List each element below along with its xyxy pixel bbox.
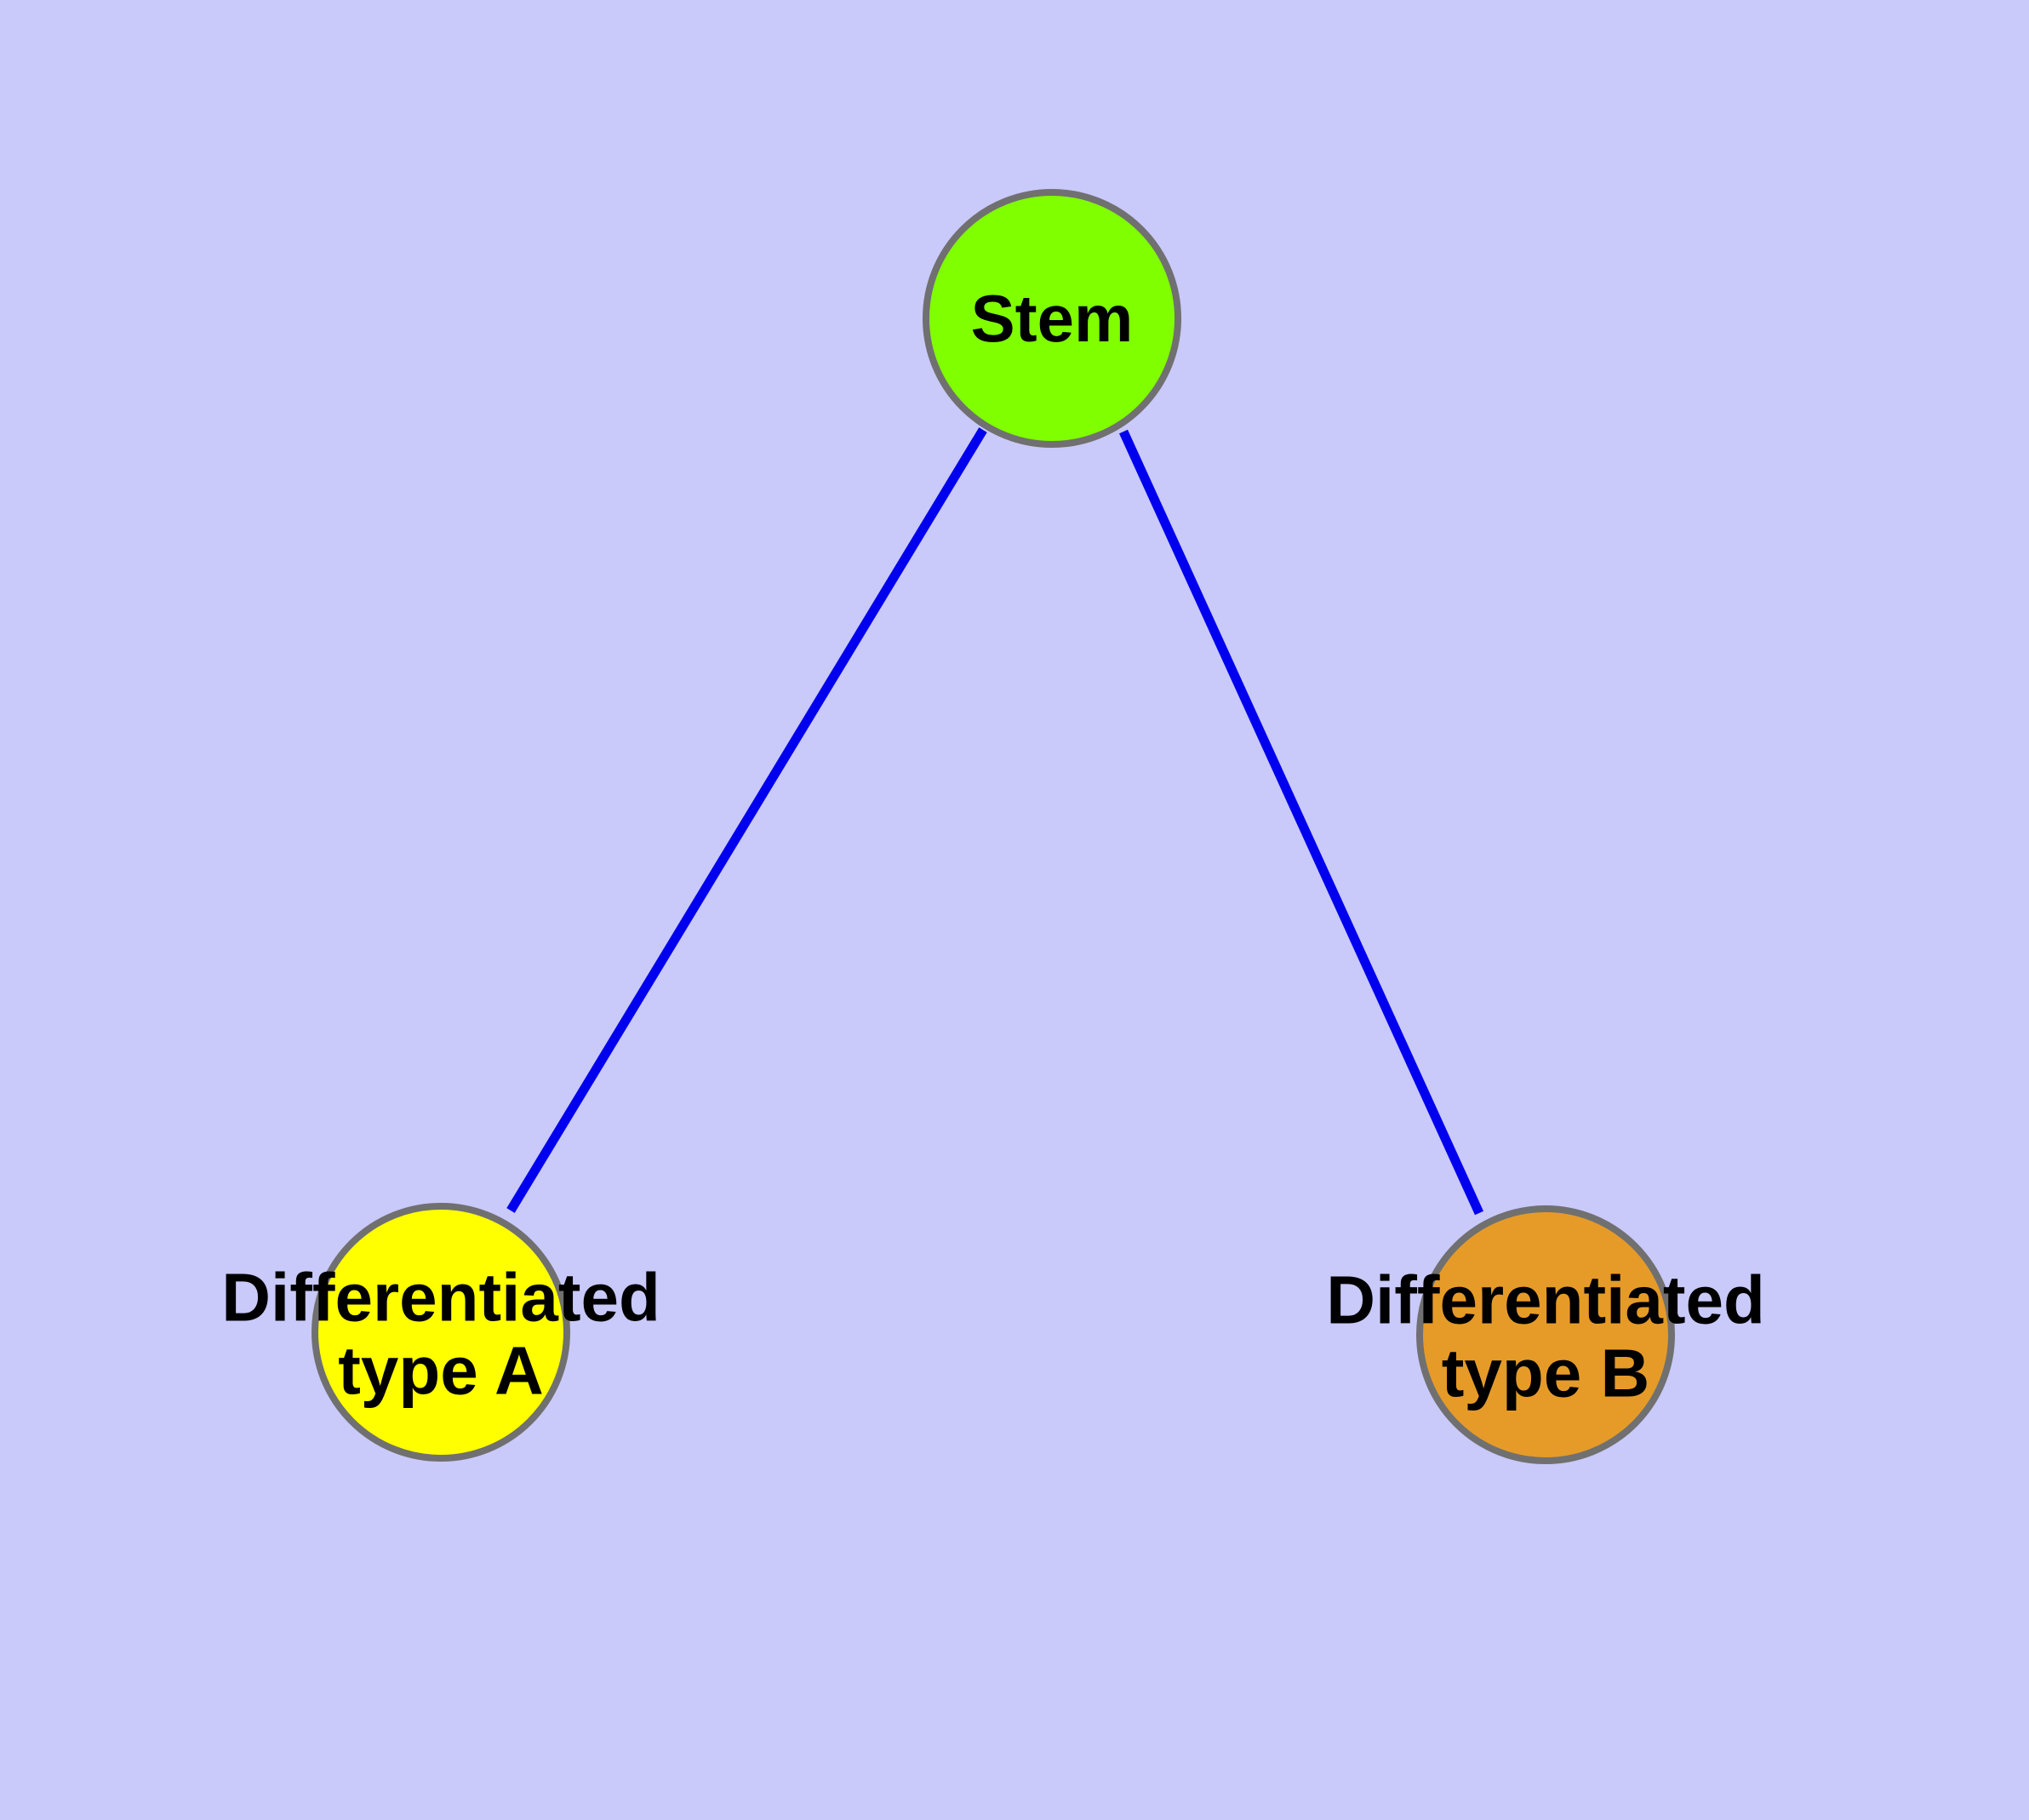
node-differentiated-type-a[interactable]: [311, 1203, 570, 1462]
node-stem[interactable]: [923, 189, 1181, 448]
edge-stem-to-differentiated-type-b[interactable]: [1118, 429, 1484, 1216]
node-differentiated-type-b[interactable]: [1416, 1205, 1675, 1464]
edge-stem-to-differentiated-type-a[interactable]: [506, 427, 987, 1213]
